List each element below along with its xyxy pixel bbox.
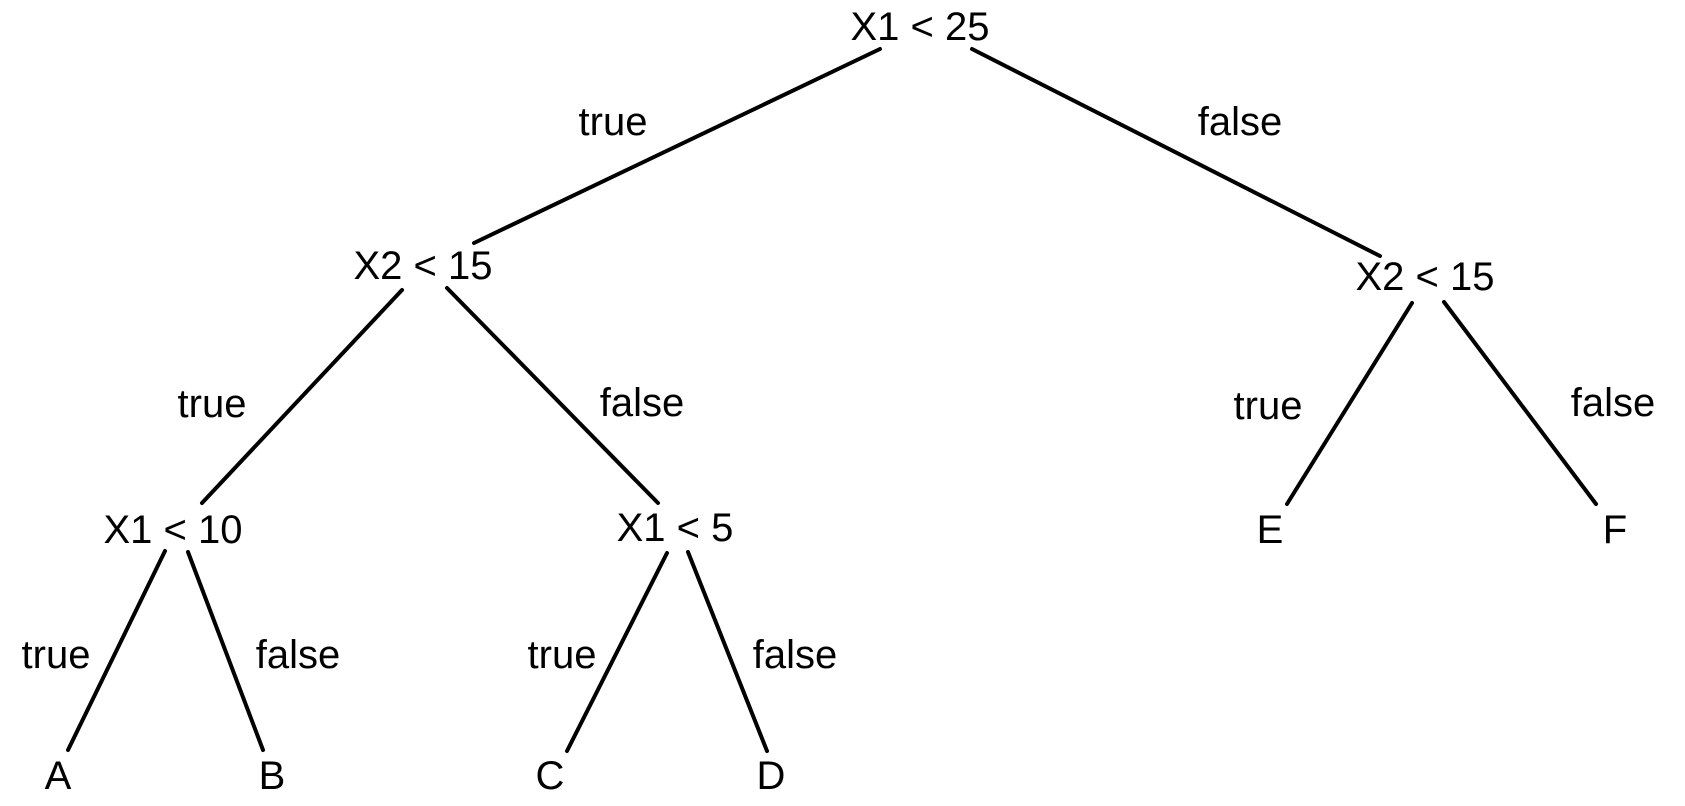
edge-root-right-x2: [970, 47, 1382, 258]
node-label-left-x2: X2 < 15: [353, 244, 492, 288]
edge-label-x1-5-leaf-d: false: [753, 633, 838, 677]
node-label-leaf-f: F: [1603, 508, 1627, 552]
edge-x1-10-leaf-a: [66, 549, 167, 752]
node-label-right-x2: X2 < 15: [1355, 255, 1494, 299]
edge-root-left-x2: [472, 47, 882, 245]
edge-label-root-left-x2: true: [579, 100, 648, 144]
edge-label-root-right-x2: false: [1198, 100, 1283, 144]
node-label-x1-10: X1 < 10: [103, 508, 242, 552]
node-label-leaf-e: E: [1257, 508, 1284, 552]
node-label-leaf-b: B: [259, 754, 286, 798]
edge-right-x2-leaf-e: [1285, 301, 1414, 506]
edge-label-right-x2-leaf-e: true: [1234, 384, 1303, 428]
edge-label-x1-10-leaf-a: true: [22, 633, 91, 677]
edge-right-x2-leaf-f: [1442, 300, 1598, 506]
edge-left-x2-x1-5: [445, 286, 660, 505]
edge-label-left-x2-x1-10: true: [178, 382, 247, 426]
node-label-x1-5: X1 < 5: [617, 506, 734, 550]
edge-label-x1-5-leaf-c: true: [528, 633, 597, 677]
node-label-leaf-d: D: [757, 754, 786, 798]
node-label-root: X1 < 25: [850, 5, 989, 49]
edge-x1-5-leaf-c: [565, 551, 669, 753]
edge-left-x2-x1-10: [200, 288, 404, 505]
edge-label-left-x2-x1-5: false: [600, 381, 685, 425]
node-label-leaf-a: A: [45, 754, 72, 798]
edge-x1-5-leaf-d: [686, 550, 769, 753]
edge-label-x1-10-leaf-b: false: [256, 633, 341, 677]
edge-x1-10-leaf-b: [186, 550, 265, 752]
node-label-leaf-c: C: [536, 754, 565, 798]
edge-label-right-x2-leaf-f: false: [1571, 381, 1656, 425]
